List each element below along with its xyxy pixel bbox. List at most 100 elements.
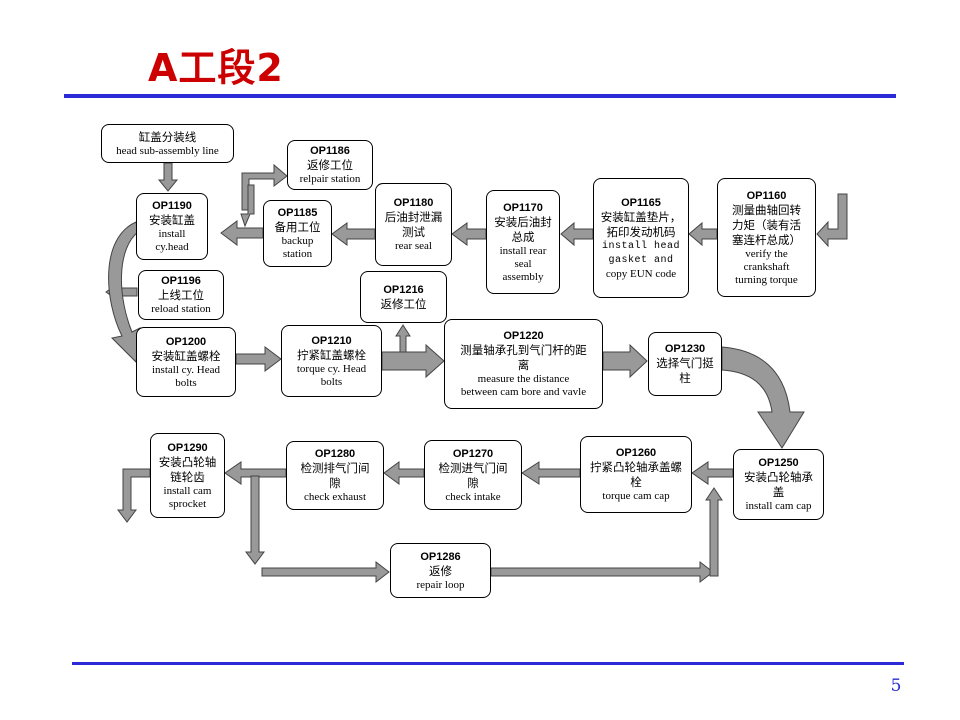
- station-label: reload station: [151, 303, 211, 315]
- station-op1280: OP1280 检测排气门间 隙 check exhaust: [286, 441, 384, 510]
- station-label: backup: [281, 235, 314, 247]
- station-op1220: OP1220 测量轴承孔到气门杆的距 离 measure the distanc…: [444, 319, 603, 409]
- station-label: 柱: [679, 371, 691, 385]
- station-label: 拧紧凸轮轴承盖螺: [590, 460, 682, 474]
- station-label: gasket and: [608, 254, 674, 266]
- station-op1290: OP1290 安装凸轮轴 链轮齿 install cam sprocket: [150, 433, 225, 518]
- station-label: crankshaft: [743, 260, 790, 273]
- station-label: between cam bore and vavle: [460, 386, 587, 398]
- station-label: 安装缸盖: [149, 213, 195, 227]
- station-label: torque cam cap: [602, 490, 670, 502]
- page-number: 5: [890, 676, 902, 696]
- station-code: OP1186: [310, 145, 350, 157]
- station-op1185: OP1185 备用工位 backup station: [263, 200, 332, 267]
- station-label: check exhaust: [304, 491, 366, 503]
- station-label: install: [158, 228, 186, 240]
- station-label: install cy. Head: [151, 363, 220, 376]
- station-label: turning torque: [735, 273, 798, 286]
- station-op1190: OP1190 安装缸盖 install cy.head: [136, 193, 208, 260]
- station-label: 拓印发动机码: [606, 224, 676, 239]
- station-label: relpair station: [299, 173, 361, 185]
- station-label: 返修工位: [307, 158, 353, 172]
- station-label: 拧紧缸盖螺栓: [297, 347, 366, 362]
- station-label: install cam: [163, 484, 212, 497]
- arrow-repair-to-op1286: [261, 560, 390, 584]
- station-label: 缸盖分装线: [138, 129, 197, 144]
- station-op1250: OP1250 安装凸轮轴承 盖 install cam cap: [733, 449, 824, 520]
- station-op1160: OP1160 测量曲轴回转 力矩（装有活 塞连杆总成） verify the c…: [717, 178, 816, 297]
- station-label: 安装凸轮轴承: [744, 470, 813, 484]
- station-code: OP1250: [758, 457, 799, 469]
- station-op1260: OP1260 拧紧凸轮轴承盖螺 栓 torque cam cap: [580, 436, 692, 513]
- station-code: OP1165: [621, 196, 661, 209]
- station-label: 返修: [429, 563, 452, 578]
- arrow-op1250-to-op1260: [691, 461, 734, 485]
- station-op1180: OP1180 后油封泄漏 测试 rear seal: [375, 183, 452, 266]
- station-label: 测量轴承孔到气门杆的距: [460, 343, 587, 357]
- arrow-op1280-to-repair: [245, 475, 265, 565]
- arrow-op1180-to-op1185: [331, 222, 376, 246]
- station-code: OP1216: [383, 283, 424, 296]
- station-op1230: OP1230 选择气门挺 柱: [648, 332, 722, 396]
- station-code: OP1185: [277, 207, 318, 219]
- station-label: 检测排气门间: [300, 461, 370, 475]
- station-code: OP1260: [615, 447, 657, 459]
- station-op1170: OP1170 安装后油封 总成 install rear seal assemb…: [486, 190, 560, 294]
- station-code: OP1286: [420, 550, 461, 563]
- curved-arrow-op1230-to-op1250: [721, 346, 805, 449]
- station-op1165: OP1165 安装缸盖垫片， 拓印发动机码 install head gaske…: [593, 178, 689, 298]
- station-label: 安装缸盖螺栓: [151, 348, 221, 363]
- station-label: 链轮齿: [170, 469, 205, 484]
- station-code: OP1200: [165, 335, 207, 348]
- arrow-op1160-to-op1165: [688, 221, 718, 247]
- station-label: 隙: [467, 475, 479, 490]
- station-code: OP1196: [161, 275, 201, 287]
- station-code: OP1230: [664, 343, 706, 355]
- station-label: bolts: [320, 375, 343, 388]
- station-op1216: OP1216 返修工位: [360, 271, 447, 323]
- arrow-op1290-exit: [117, 468, 151, 523]
- arrow-op1280-to-op1290: [224, 461, 287, 485]
- arrow-headsub-to-op1190: [157, 162, 179, 192]
- arrow-repair-up-to-op1250: [705, 487, 723, 577]
- station-label: install head: [601, 240, 680, 252]
- station-label: verify the: [745, 247, 788, 260]
- station-label: rear seal: [395, 240, 432, 252]
- station-label: 力矩（装有活: [732, 217, 801, 232]
- station-label: 测量曲轴回转: [732, 202, 801, 217]
- station-label: install rear: [499, 244, 547, 257]
- station-op1186: OP1186 返修工位 relpair station: [287, 140, 373, 190]
- station-label: copy EUN code: [605, 267, 677, 280]
- station-code: OP1290: [167, 441, 208, 454]
- slide-title: A工段2: [148, 46, 284, 90]
- station-label: head sub-assembly line: [116, 144, 219, 157]
- station-label: 测试: [402, 225, 425, 239]
- arrow-op1185-to-op1190: [220, 220, 264, 246]
- station-label: 后油封泄漏: [384, 210, 443, 224]
- station-op1286: OP1286 返修 repair loop: [390, 543, 491, 598]
- station-label: measure the distance: [477, 373, 570, 385]
- station-label: install cam cap: [745, 500, 812, 512]
- station-label: seal: [514, 257, 532, 270]
- bottom-rule: [72, 662, 904, 665]
- station-label: station: [282, 248, 313, 260]
- station-label: sprocket: [168, 497, 207, 510]
- station-label: torque cy. Head: [296, 362, 367, 375]
- station-label: 检测进气门间: [438, 460, 508, 475]
- station-label: assembly: [502, 270, 544, 283]
- station-label: 安装凸轮轴: [158, 454, 217, 469]
- station-code: OP1180: [393, 197, 434, 209]
- station-op1210: OP1210 拧紧缸盖螺栓 torque cy. Head bolts: [281, 325, 382, 397]
- arrow-op1286-right: [490, 560, 714, 584]
- station-label: bolts: [175, 376, 197, 389]
- station-label: 安装后油封: [494, 214, 552, 229]
- station-label: 塞连杆总成）: [732, 232, 801, 247]
- arrow-op1200-to-op1210: [235, 346, 282, 372]
- arrow-entry-to-op1160: [816, 193, 848, 248]
- station-op1196: OP1196 上线工位 reload station: [138, 270, 224, 320]
- arrow-op1260-to-op1270: [521, 461, 581, 485]
- station-label: 离: [517, 358, 530, 372]
- arrow-op1210-to-op1220: [381, 343, 445, 379]
- station-label: 安装缸盖垫片，: [600, 209, 682, 224]
